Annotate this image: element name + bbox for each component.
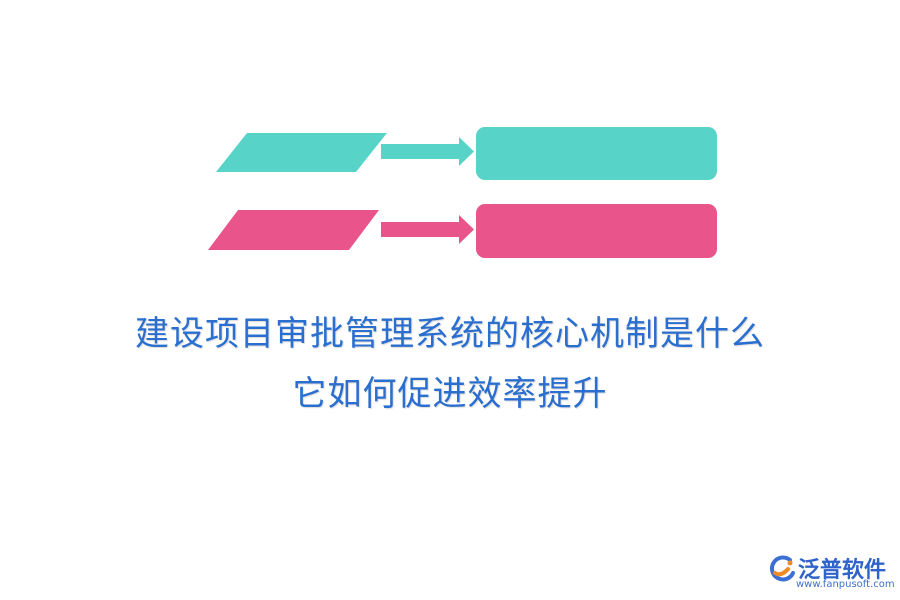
logo-brand-name: 泛普软件 [798, 558, 887, 583]
pink-arrow-shaft [381, 222, 465, 237]
title-line-1: 建设项目审批管理系统的核心机制是什么 [135, 314, 765, 354]
teal-box [476, 127, 717, 180]
row-pink [208, 204, 717, 258]
teal-arrow-head [459, 137, 474, 166]
title-line-2: 它如何促进效率提升 [292, 374, 608, 414]
logo-url: www.fanpusoft.com [796, 579, 895, 590]
brand-logo: 泛普软件 www.fanpusoft.com [768, 551, 896, 597]
pink-box [476, 204, 717, 258]
row-teal [216, 127, 717, 180]
pink-arrow-head [459, 215, 474, 244]
teal-arrow-shaft [381, 144, 465, 159]
pink-parallelogram [208, 210, 379, 250]
fanpu-logo-icon [769, 555, 795, 582]
teal-parallelogram [216, 133, 387, 172]
